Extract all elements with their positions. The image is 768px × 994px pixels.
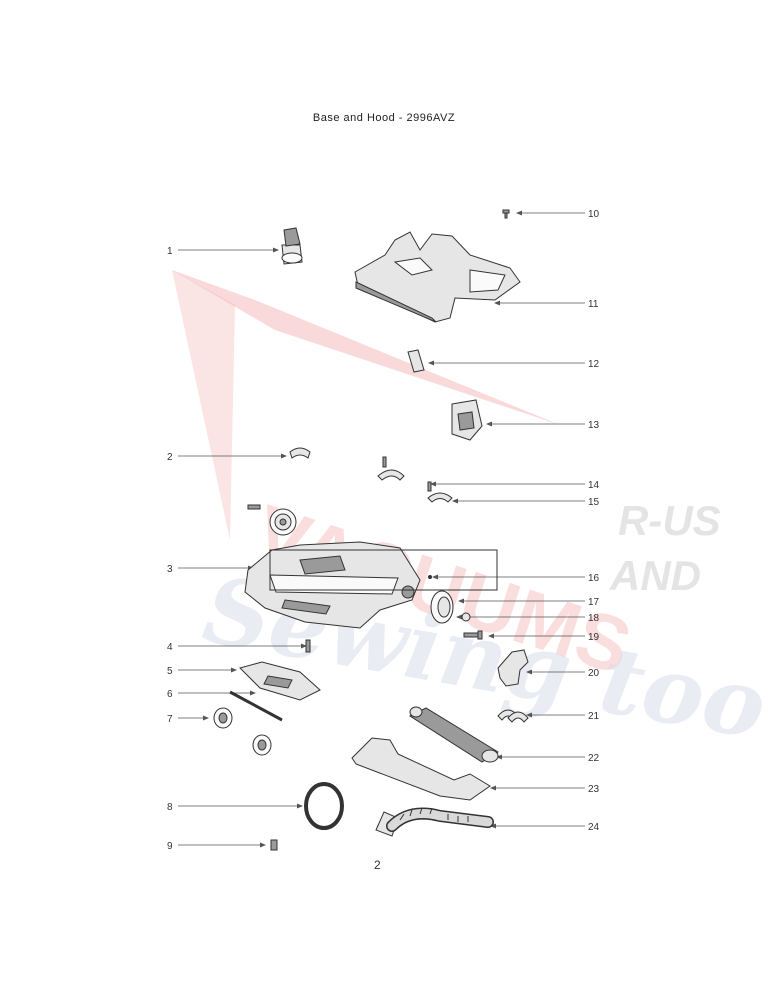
part-18-washer: [461, 612, 471, 622]
part-16-detail-box: [269, 549, 498, 591]
callout-18: 18: [588, 613, 600, 624]
callout-7: 7: [167, 714, 173, 725]
part-23-bottom-plate: [351, 737, 491, 801]
callout-11: 11: [588, 299, 599, 310]
leader-lines: [178, 210, 585, 848]
callout-12: 12: [588, 359, 600, 370]
callout-17: 17: [588, 597, 600, 608]
callout-20: 20: [588, 668, 600, 679]
part-15-clip: [427, 492, 453, 503]
part-2-clip: [289, 447, 311, 459]
watermark-suffix-1: R-US: [618, 497, 721, 544]
callout-1: 1: [167, 246, 173, 257]
callout-16: 16: [588, 573, 600, 584]
part-10-screw: [502, 209, 510, 219]
part-20-latch: [497, 649, 529, 687]
part-14-clip: [377, 456, 432, 492]
part-12-clip: [407, 349, 425, 373]
page-number: 2: [374, 858, 381, 872]
callout-24: 24: [588, 822, 600, 833]
callout-13: 13: [588, 420, 600, 431]
callout-19: 19: [588, 632, 600, 643]
part-wheel-left: [247, 504, 297, 536]
callout-2: 2: [167, 452, 173, 463]
part-6-axle: [229, 690, 283, 722]
diagram-title: Base and Hood - 2996AVZ: [312, 112, 456, 124]
callout-23: 23: [588, 784, 600, 795]
callout-3: 3: [167, 564, 173, 575]
part-17-wheel: [430, 590, 454, 624]
part-8-belt: [304, 782, 344, 830]
watermark-swoosh: [172, 270, 560, 425]
callout-21: 21: [588, 711, 600, 722]
callout-numbers: 1 2 3 4 5 6 7 8 9 10 11 12 13 14 15 16 1…: [167, 209, 600, 852]
part-4-spring: [305, 639, 311, 653]
callout-14: 14: [588, 480, 600, 491]
callout-5: 5: [167, 666, 173, 677]
callout-15: 15: [588, 497, 600, 508]
part-19-screw: [463, 630, 483, 640]
part-21-clips: [497, 709, 529, 723]
part-5-bracket: [239, 661, 321, 701]
callout-9: 9: [167, 841, 173, 852]
part-13-bracket: [451, 399, 483, 441]
part-11-hood: [354, 231, 521, 323]
part-1-knob: [281, 227, 303, 265]
callout-6: 6: [167, 689, 173, 700]
part-7-wheels: [213, 707, 272, 756]
watermark-suffix-2: AND: [609, 552, 701, 599]
callout-10: 10: [588, 209, 600, 220]
part-9-clip: [270, 839, 278, 851]
part-24-hose: [375, 807, 494, 837]
callout-4: 4: [167, 642, 173, 653]
callout-8: 8: [167, 802, 173, 813]
part-3-base: [244, 541, 421, 629]
part-22-brushroll: [408, 706, 499, 763]
callout-22: 22: [588, 753, 600, 764]
